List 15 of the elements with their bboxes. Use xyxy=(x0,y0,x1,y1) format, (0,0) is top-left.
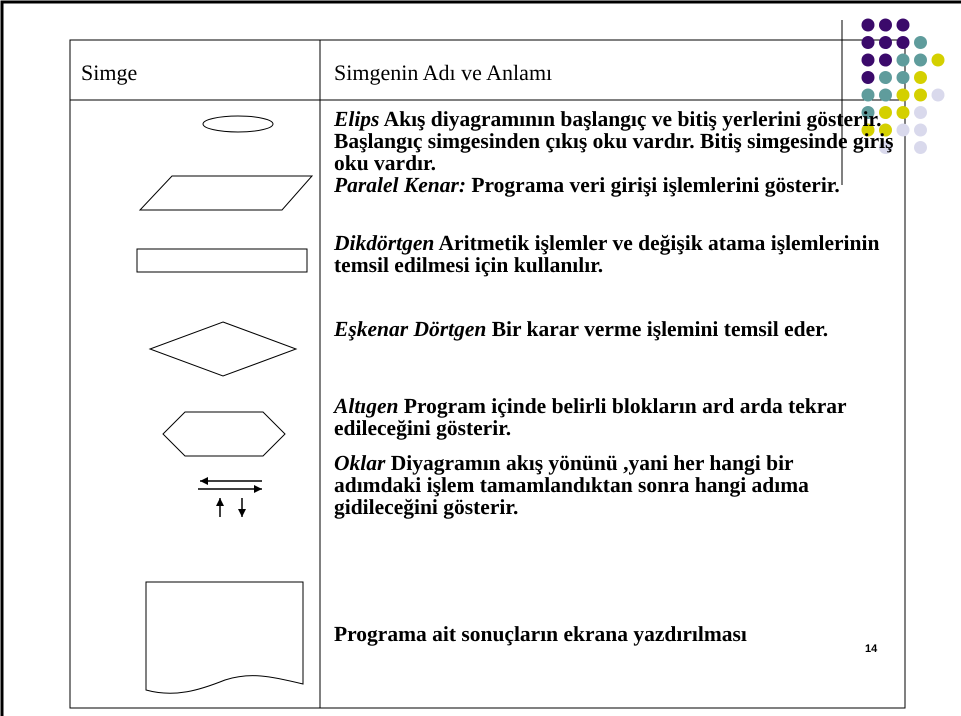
description-text: Altıgen Program içinde belirli blokların ard arda tekrar edileceğini gösterir. xyxy=(334,395,848,439)
column-header: Simgenin Adı ve Anlamı xyxy=(334,60,554,86)
description-text: Oklar Diyagramın akış yönünü ,yani her hangi bir adımdaki işlem tamamlandıktan sonra hangi adıma gidileceğini gösterir. xyxy=(334,452,810,518)
loop-hexagon xyxy=(162,412,286,456)
process-rectangle xyxy=(136,248,308,272)
description-text: Programa ait sonuçların ekrana yazdırılması xyxy=(334,623,748,645)
page-number: 14 xyxy=(865,642,878,657)
document-shape xyxy=(146,582,304,694)
terminal-ellipse xyxy=(202,116,274,132)
description-text: Paralel Kenar: Programa veri girişi işlemlerini gösterir. xyxy=(334,174,841,196)
column-header: Simge xyxy=(81,60,138,86)
description-text: Dikdörtgen Aritmetik işlemler ve değişik atama işlemlerinin temsil edilmesi için kullanılır. xyxy=(334,232,880,276)
description-text: Eşkenar Dörtgen Bir karar verme işlemini temsil eder. xyxy=(334,318,830,340)
input-parallelogram xyxy=(138,176,314,210)
decision-diamond xyxy=(148,321,298,377)
